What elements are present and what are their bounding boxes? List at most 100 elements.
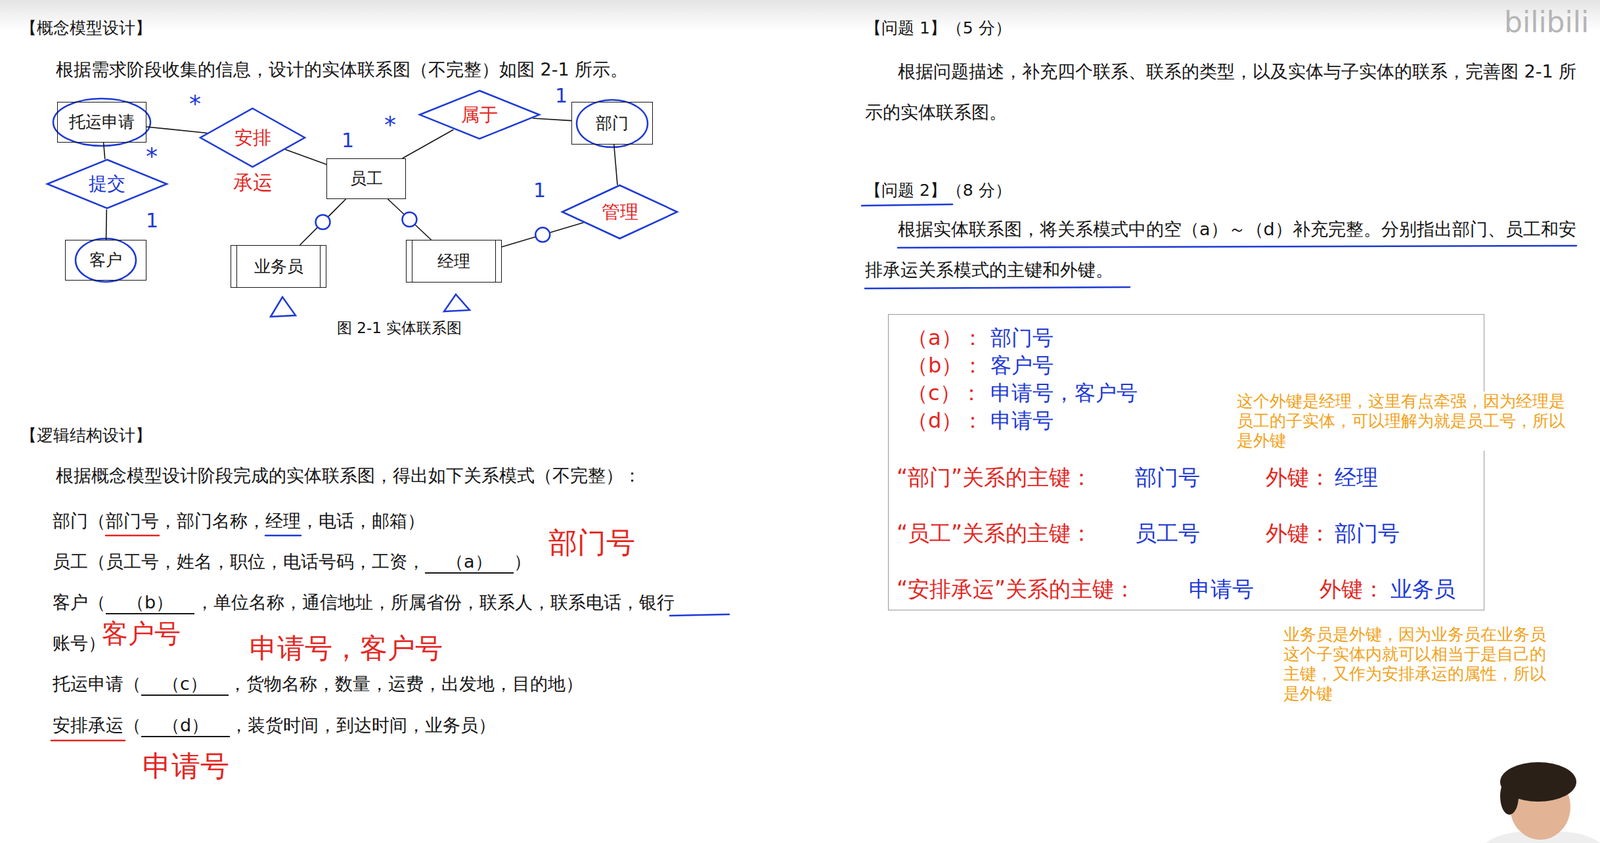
entity-name: 托运申请 [68,112,135,133]
figure-caption: 图 2-1 实体联系图 [336,319,462,338]
hand-circle [75,238,136,282]
subtype-circle [535,227,550,242]
hand-underline [265,534,301,537]
relation-schema: 托运申请（ [52,673,142,695]
cardinality: * [189,89,201,118]
relationship-name: 安排 [234,126,272,150]
blank-field: （c） [141,673,229,696]
hand-circle [576,99,648,148]
cardinality: 1 [533,178,546,203]
answer-text: 部门号 [1134,464,1200,491]
watermark: bilibili [1504,5,1589,41]
relationship-name: 承运 [233,170,273,195]
hand-triangle [270,296,296,317]
top-fade [0,0,1600,31]
relationship-line [532,118,572,121]
answer-text: “安排承运”关系的主键： [896,576,1136,603]
hand-triangle [444,294,470,312]
answer-text: 部门号 [1334,520,1400,547]
section-heading: 【逻辑结构设计】 [20,425,152,446]
handwritten-answer: 部门号 [548,525,636,561]
intro-text: 根据概念模型设计阶段完成的实体联系图，得出如下关系模式（不完整）： [55,465,642,487]
question-heading: 【问题 1】（5 分） [865,18,1012,39]
answer-text: 员工号 [1134,520,1200,547]
answer-text: “部门”关系的主键： [896,464,1093,491]
presenter-hair [1500,777,1519,815]
subtype-circle [401,212,417,227]
diamond-line [562,185,678,239]
annotation-note: 业务员是外键，因为业务员在业务员这个子实体内就可以相当于是自己的主键，又作为安排… [1283,624,1556,704]
question-text: 根据问题描述，补充四个联系、联系的类型，以及实体与子实体的联系，完善图 2-1 … [865,51,1585,133]
answer-text: （a）： [907,325,984,351]
relationship-line [614,144,618,186]
relationship-line [105,209,108,240]
handwritten-answer: 客户号 [101,617,181,649]
entity-name: 业务员 [254,256,304,277]
relation-schema: 客户（ [52,591,106,613]
subtype-entity-box: 业务员 [230,244,327,288]
relationship-diamond: 管理 [560,183,679,240]
relation-schema: 员工（员工号，姓名，职位，电话号码，工资， [52,551,425,573]
relationship-line [501,222,584,247]
answer-text: 外键： [1265,464,1331,491]
blank-field: （d） [141,714,230,737]
hand-underline [897,245,1577,248]
answer-text: （b）： [907,352,984,378]
diamond-line [200,108,305,167]
relationship-line [300,199,347,245]
handwritten-answer: 申请号 [142,748,230,784]
section-heading: 【概念模型设计】 [20,18,152,39]
cardinality: 1 [555,84,568,108]
hand-circle [53,98,151,146]
entity-name: 部门 [595,113,629,134]
answer-text: 客户号 [990,352,1054,378]
handwritten-answer: 申请号，客户号 [249,631,443,665]
entity-name: 经理 [437,251,471,272]
hand-underline [861,204,953,206]
relationship-line [285,149,327,165]
entity-box: 员工 [326,158,406,200]
answer-text: （d）： [907,407,984,433]
relationship-line [103,142,106,159]
cardinality: * [145,141,158,171]
hand-underline [865,287,1130,289]
entity-name: 客户 [89,250,123,270]
relationship-diamond: 安排承运 [199,107,307,169]
diamond-line [419,90,540,139]
blank-field: （a） [424,551,514,574]
subtype-entity-box: 经理 [405,239,502,283]
relationship-line [146,126,207,133]
relationship-name: 管理 [601,200,639,224]
cardinality: * [384,110,397,139]
answer-text: （c）： [907,380,982,406]
answer-text: 申请号 [990,407,1054,433]
relation-schema: ） [513,551,532,573]
hand-underline [51,739,125,742]
relation-schema: ，装货时间，到达时间，业务员） [229,714,496,736]
intro-text: 根据需求阶段收集的信息，设计的实体联系图（不完整）如图 2-1 所示。 [55,59,628,81]
annotation-note: 这个外键是经理，这里有点牵强，因为经理是员工的子实体，可以理解为就是员工号，所以… [1236,391,1574,451]
relationship-line [387,199,431,240]
answer-text: 申请号 [1188,576,1254,603]
hand-underline [105,534,159,537]
relationship-name: 属于 [461,103,498,127]
hand-underline [669,614,730,616]
answer-text: 部门号 [990,325,1054,351]
cardinality: 1 [145,208,159,233]
entity-name: 员工 [350,168,383,189]
answer-text: 业务员 [1390,576,1456,603]
relation-schema: 部门（部门号，部门名称，经理，电话，邮箱） [52,510,425,532]
question-heading: 【问题 2】（8 分） [865,180,1012,201]
entity-box: 部门 [571,101,653,145]
answer-text: 外键： [1319,576,1385,603]
relationship-line [402,129,454,159]
entity-box: 托运申请 [57,101,147,143]
relation-schema: ，货物名称，数量，运费，出发地，目的地） [228,673,584,695]
answer-panel: （a）：部门号（b）：客户号（c）：申请号，客户号（d）：申请号“部门”关系的主… [888,313,1485,611]
relation-schema: 安排承运（ [52,714,142,736]
question-text: 根据实体联系图，将关系模式中的空（a）～（d）补充完整。分别指出部门、员工和安排… [865,208,1585,291]
subtype-circle [315,214,331,230]
relationship-diamond: 属于 [418,89,541,140]
answer-text: 外键： [1265,520,1331,547]
